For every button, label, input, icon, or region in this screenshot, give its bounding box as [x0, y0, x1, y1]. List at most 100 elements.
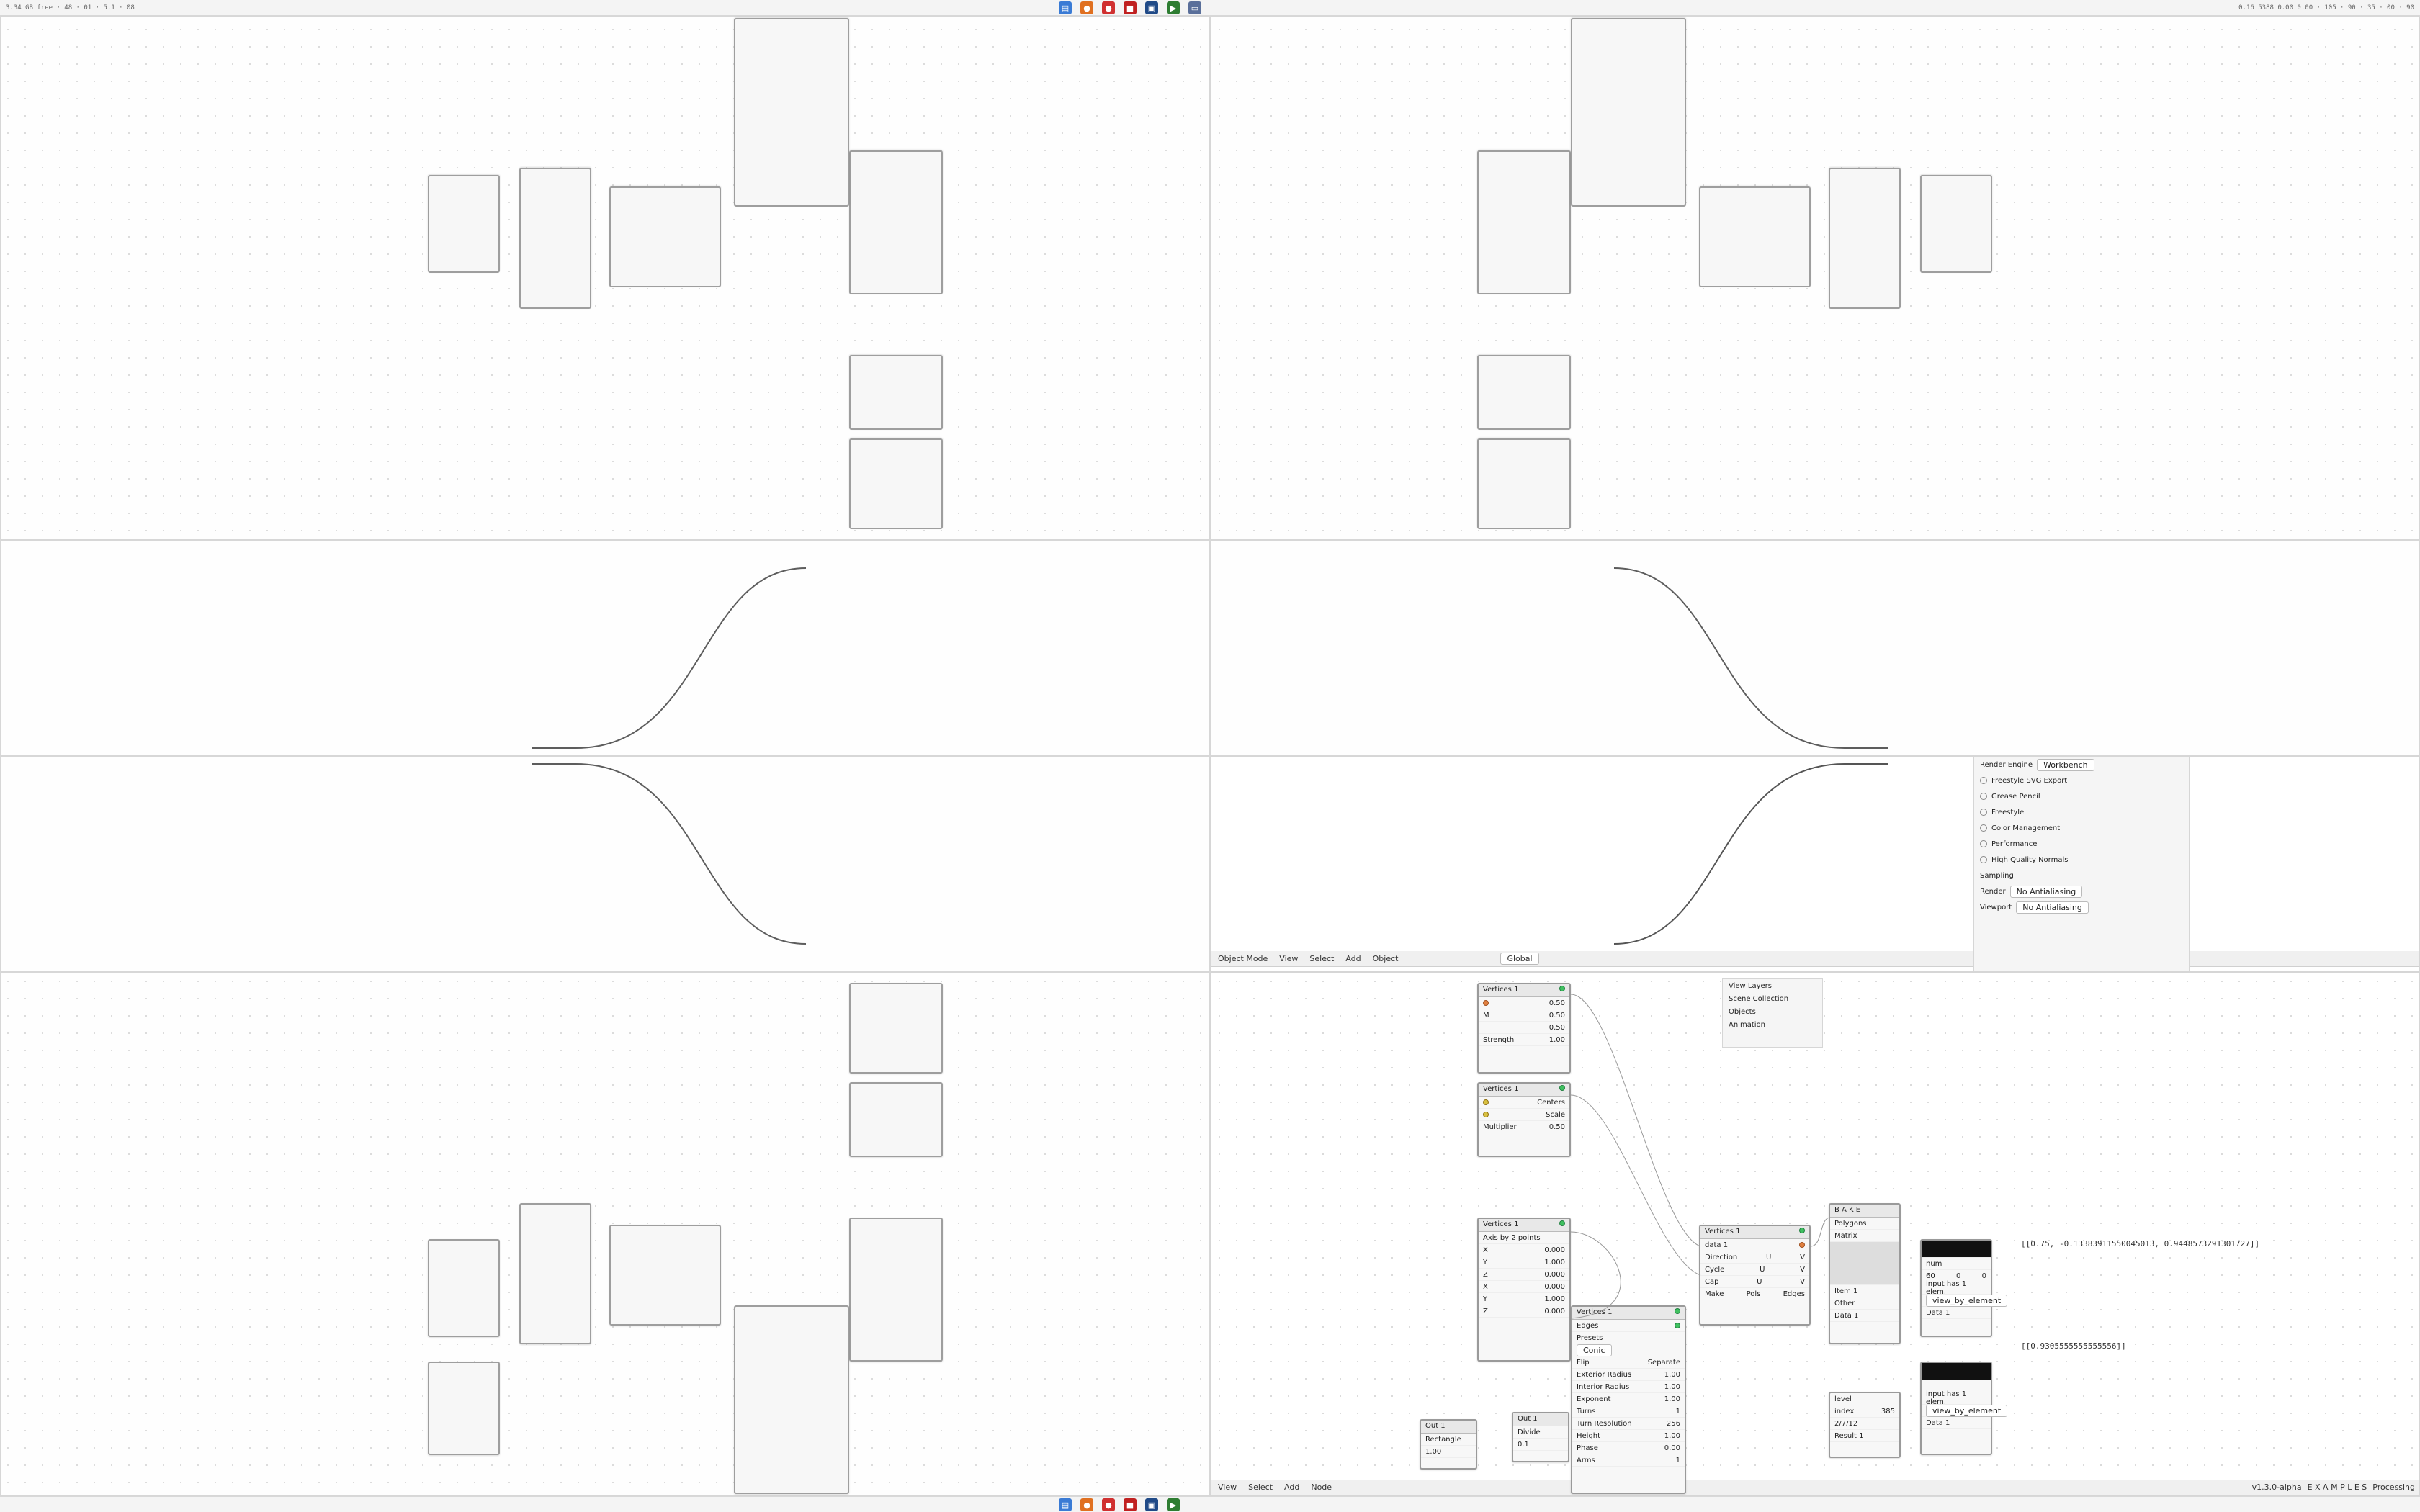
node-mirror — [849, 438, 943, 529]
node-viewer-b[interactable]: input has 1 elem. view_by_element Data 1 — [1920, 1362, 2008, 1455]
stop-icon[interactable]: ■ — [1124, 1, 1137, 14]
object-mode-menu[interactable]: Object Mode — [1218, 954, 1268, 963]
save-icon[interactable]: ▣ — [1145, 1, 1158, 14]
workspace-top-left-mirrored — [0, 16, 1210, 756]
stop-icon[interactable]: ■ — [1124, 1498, 1137, 1511]
viewport-aa-select[interactable]: No Antialiasing — [2016, 901, 2089, 914]
node-title: Out 1 — [1421, 1421, 1476, 1434]
node-add-menu[interactable]: Add — [1284, 1482, 1300, 1492]
socket-icon[interactable] — [1675, 1323, 1680, 1328]
node-editor-header: View Select Add Node v1.3.0-alpha E X A … — [1211, 1480, 2419, 1495]
files-icon[interactable]: ▤ — [1059, 1, 1072, 14]
prop-grease-pencil[interactable]: Grease Pencil — [1974, 788, 2189, 804]
socket-icon[interactable] — [1675, 1308, 1680, 1314]
orientation-select[interactable]: Global — [1500, 953, 1539, 965]
render-engine-row: Render Engine Workbench — [1974, 757, 2189, 773]
render-aa-select[interactable]: No Antialiasing — [2009, 885, 2083, 898]
node-mirror — [519, 168, 591, 309]
printed-scalar-output: [[0.9305555555555556]] — [2021, 1341, 2126, 1351]
socket-icon[interactable] — [1559, 1220, 1565, 1226]
viewer-swatch — [1922, 1241, 1991, 1258]
preset-select[interactable]: Conic — [1577, 1344, 1612, 1356]
prop-freestyle[interactable]: Freestyle — [1974, 804, 2189, 820]
node-row: Data 1 — [1830, 1310, 1899, 1322]
node-out-rectangle[interactable]: Out 1 Rectangle 1.00 — [1420, 1419, 1477, 1470]
node-row — [1922, 1380, 1991, 1392]
node-view-menu[interactable]: View — [1218, 1482, 1237, 1492]
node-node-menu[interactable]: Node — [1311, 1482, 1332, 1492]
view-menu[interactable]: View — [1279, 954, 1299, 963]
node-mirror — [1477, 150, 1571, 294]
socket-icon[interactable] — [1799, 1242, 1805, 1248]
separate-button[interactable]: Separate — [1647, 1358, 1680, 1367]
node-editor: View Select Add Node v1.3.0-alpha E X A … — [1210, 972, 2420, 1496]
toggle-icon[interactable] — [1980, 809, 1987, 816]
node-row: Rectangle — [1421, 1434, 1476, 1446]
taskbar-app-icons-bottom: ▤ ● ● ■ ▣ ▶ — [1059, 1498, 1180, 1511]
toggle-icon[interactable] — [1980, 793, 1987, 800]
files-icon[interactable]: ▤ — [1059, 1498, 1072, 1511]
top-status-right: 0.16 5388 0.00 0.00 · 105 · 90 · 35 · 00… — [2238, 4, 2414, 12]
viewport-area-mirror — [0, 756, 1210, 972]
record-icon[interactable]: ● — [1102, 1498, 1115, 1511]
viewport-area: Object Mode View Select Add Object Globa… — [1210, 756, 2420, 972]
bake-controls[interactable] — [1830, 1242, 1899, 1285]
node-title: Out 1 — [1513, 1413, 1568, 1426]
prop-performance[interactable]: Performance — [1974, 836, 2189, 852]
outliner-scene-collection[interactable]: Scene Collection — [1729, 994, 1789, 1003]
workspace-top-right-mirrored — [1210, 16, 2420, 756]
terminal-icon[interactable]: ▶ — [1167, 1, 1180, 14]
firefox-icon[interactable]: ● — [1080, 1, 1093, 14]
add-menu[interactable]: Add — [1345, 954, 1361, 963]
save-icon[interactable]: ▣ — [1145, 1498, 1158, 1511]
prop-high-quality-normals[interactable]: High Quality Normals — [1974, 852, 2189, 868]
toggle-icon[interactable] — [1980, 777, 1987, 784]
outliner-view-layers[interactable]: View Layers — [1729, 981, 1772, 990]
socket-icon[interactable] — [1483, 1099, 1489, 1105]
outliner-animation[interactable]: Animation — [1729, 1020, 1765, 1029]
render-engine-select[interactable]: Workbench — [2037, 758, 2094, 771]
node-mirror — [1477, 438, 1571, 529]
node-select-menu[interactable]: Select — [1248, 1482, 1273, 1492]
flip-button[interactable]: Flip — [1577, 1358, 1590, 1367]
outliner: View Layers Scene Collection Objects Ani… — [1722, 978, 1823, 1048]
record-icon[interactable]: ● — [1102, 1, 1115, 14]
node-row: data 1 — [1700, 1239, 1809, 1251]
prop-color-management[interactable]: Color Management — [1974, 820, 2189, 836]
socket-icon[interactable] — [1559, 1085, 1565, 1091]
terminal-icon[interactable]: ▶ — [1167, 1498, 1180, 1511]
firefox-icon[interactable]: ● — [1080, 1498, 1093, 1511]
select-menu[interactable]: Select — [1309, 954, 1335, 963]
socket-icon[interactable] — [1483, 1000, 1489, 1006]
outliner-objects[interactable]: Objects — [1729, 1007, 1756, 1016]
socket-icon[interactable] — [1559, 986, 1565, 991]
prop-sampling[interactable]: Sampling — [1980, 871, 2014, 880]
toggle-icon[interactable] — [1980, 824, 1987, 832]
socket-icon[interactable] — [1799, 1228, 1805, 1233]
monitor-icon[interactable]: ▭ — [1188, 1, 1201, 14]
prop-freestyle-svg[interactable]: Freestyle SVG Export — [1974, 773, 2189, 788]
node-out-divide[interactable]: Out 1 Divide 0.1 — [1512, 1412, 1569, 1462]
node-row: 0.1 — [1513, 1439, 1568, 1451]
object-menu[interactable]: Object — [1372, 954, 1399, 963]
node-mirror — [1829, 168, 1901, 309]
socket-icon[interactable] — [1483, 1112, 1489, 1117]
checkbox-icon[interactable] — [1980, 856, 1987, 863]
toggle-icon[interactable] — [1980, 840, 1987, 847]
node-bake[interactable]: B A K E Polygons Matrix Item 1 Other Dat… — [1829, 1203, 1901, 1344]
